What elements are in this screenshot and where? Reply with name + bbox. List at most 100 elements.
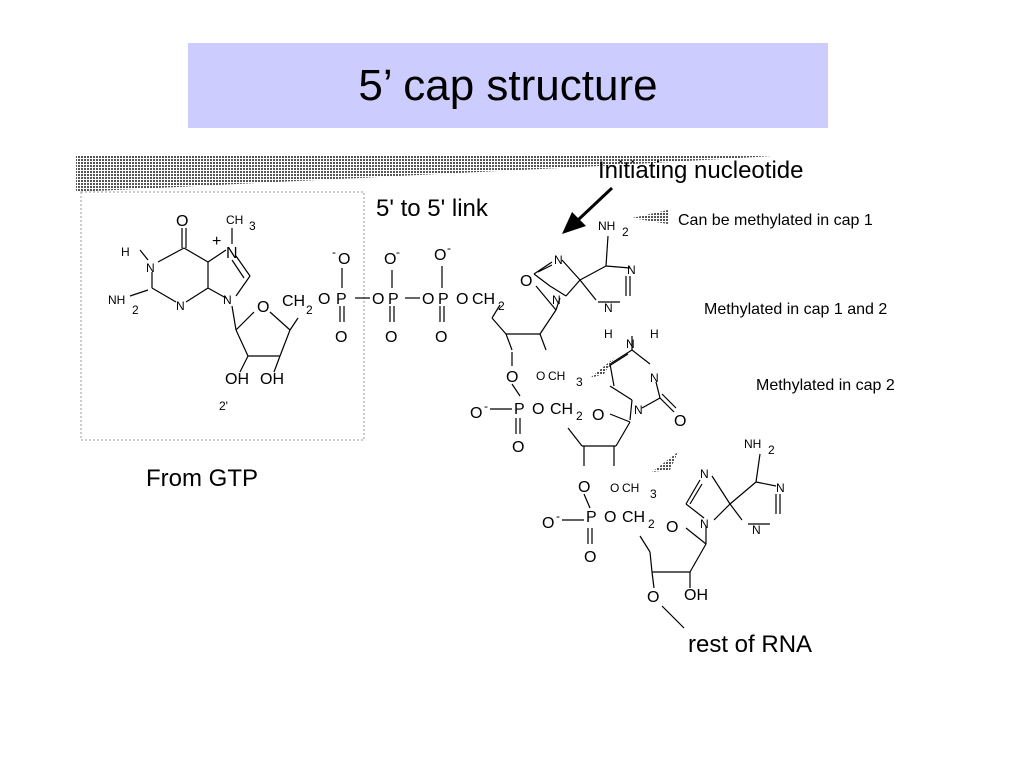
svg-text:-: - [484,399,488,413]
svg-text:N: N [634,403,643,417]
svg-text:O: O [470,405,482,422]
cap12-pointer [590,358,614,378]
svg-text:N: N [650,371,659,385]
svg-text:2: 2 [648,517,655,531]
nucleotide-3-atom-labels: O N N N N NH 2 O OH [647,437,785,606]
svg-text:O: O [604,509,616,526]
svg-text:N: N [776,481,785,495]
svg-text:O: O [532,401,544,418]
svg-text:CH: CH [548,369,565,383]
label-from-gtp: From GTP [146,465,258,492]
svg-text:O: O [456,291,468,308]
svg-text:2: 2 [576,409,583,423]
nucleotide-2 [567,336,677,466]
svg-text:P: P [586,509,597,526]
svg-text:CH: CH [226,213,243,227]
svg-text:2: 2 [622,225,629,239]
svg-text:O: O [584,549,596,566]
svg-text:N: N [700,517,709,531]
svg-text:3: 3 [249,219,256,233]
svg-text:NH: NH [598,219,615,233]
svg-text:CH: CH [472,291,495,308]
svg-text:-: - [396,245,400,259]
label-rest-of-rna: rest of RNA [688,631,812,658]
svg-text:+: + [212,233,221,250]
nucleotide-1-atom-labels: O N N N N NH 2 O O CH 3 [506,219,636,389]
svg-text:O: O [610,481,619,495]
svg-text:N: N [223,293,232,307]
svg-text:O: O [318,291,330,308]
svg-text:O: O [512,439,524,456]
svg-text:O: O [176,213,188,230]
svg-text:2: 2 [306,303,313,317]
svg-text:O: O [674,413,686,430]
svg-text:O: O [422,291,434,308]
svg-text:H: H [650,327,659,341]
svg-text:CH: CH [622,481,639,495]
nucleotide-3 [639,453,781,629]
svg-text:P: P [438,291,449,308]
svg-text:N: N [627,263,636,277]
svg-text:NH: NH [744,437,761,451]
svg-text:2: 2 [132,303,139,317]
svg-text:O: O [384,251,396,268]
svg-text:O: O [542,515,554,532]
svg-text:3: 3 [650,487,657,501]
svg-text:CH: CH [622,509,645,526]
svg-text:O: O [257,299,269,316]
svg-text:P: P [388,291,399,308]
svg-text:OH: OH [260,371,284,388]
svg-text:3: 3 [576,375,583,389]
cap1-pointer [632,210,668,224]
svg-text:P: P [336,291,347,308]
svg-text:P: P [514,401,525,418]
triphosphate-bonds [339,266,445,322]
svg-text:OH: OH [684,587,708,604]
svg-text:N: N [604,301,613,315]
svg-text:N: N [226,245,238,262]
svg-text:O: O [536,369,545,383]
svg-text:N: N [752,523,761,537]
initiating-arrowhead [562,212,586,234]
svg-text:OH: OH [225,371,249,388]
svg-text:O: O [434,247,446,264]
shaded-wedge-tail [600,155,790,166]
label-2prime: 2' [219,399,228,413]
svg-text:-: - [556,509,560,523]
cap2-pointer [652,452,678,472]
svg-text:CH: CH [282,293,305,310]
shaded-wedge [76,155,600,192]
phosphate-3-bonds [562,493,593,544]
svg-text:O: O [666,519,678,536]
slide-title: 5’ cap structure [358,60,658,110]
svg-text:CH: CH [550,401,573,418]
svg-text:O: O [335,329,347,346]
svg-text:H: H [604,327,613,341]
phosphate-2-bonds [490,383,521,434]
svg-text:NH: NH [108,293,125,307]
initiating-arrow-shaft [576,186,614,222]
svg-text:N: N [626,337,635,351]
svg-text:O: O [520,273,532,290]
svg-text:O: O [647,589,659,606]
label-cap1-and-2: Methylated in cap 1 and 2 [704,301,887,318]
methylguanosine [129,228,299,373]
svg-text:O: O [338,251,350,268]
svg-text:N: N [700,467,709,481]
svg-text:2: 2 [768,443,775,457]
svg-text:N: N [554,253,563,267]
label-initiating-nucleotide: Initiating nucleotide [598,157,803,184]
svg-text:O: O [506,369,518,386]
svg-text:H: H [121,245,130,259]
svg-text:O: O [385,329,397,346]
nucleotide-1 [491,235,631,366]
svg-text:N: N [146,261,155,275]
gtp-box [80,191,365,441]
svg-text:O: O [592,407,604,424]
